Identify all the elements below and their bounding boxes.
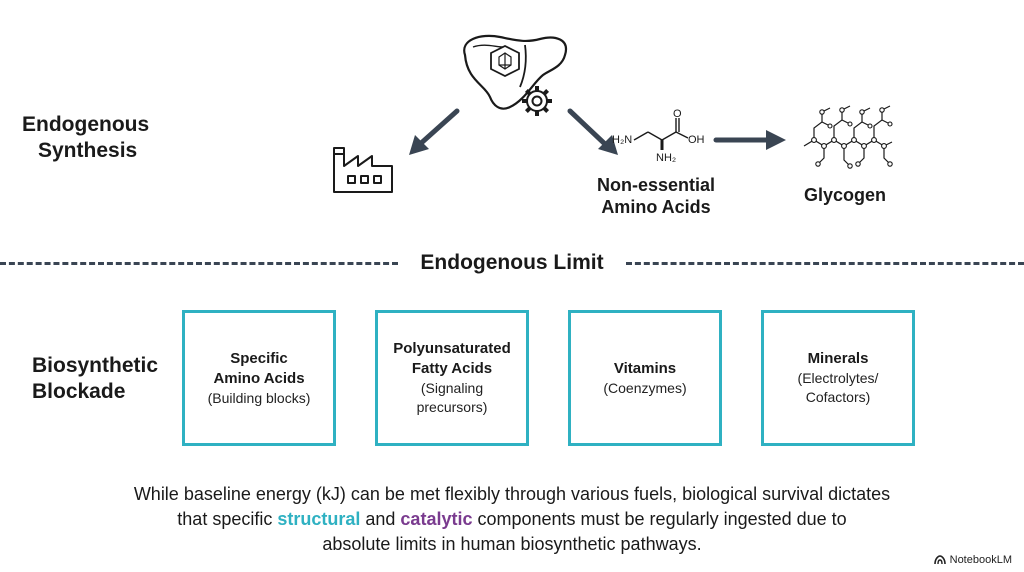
box-sub-line1: (Electrolytes/ — [797, 370, 879, 386]
box-sub-line1: (Signaling — [420, 380, 484, 396]
biosynthetic-blockade-label: Biosynthetic Blockade — [32, 353, 158, 405]
liver-icon — [463, 34, 568, 110]
gear-icon — [522, 86, 552, 116]
box-title-line1: Minerals — [807, 350, 869, 367]
endogenous-synthesis-label: Endogenous Synthesis — [22, 112, 149, 164]
box-title-line2: Fatty Acids — [411, 360, 493, 377]
notebooklm-logo-icon — [933, 555, 946, 565]
factory-icon — [333, 147, 393, 193]
box-title-line1: Vitamins — [613, 359, 677, 377]
non-essential-amino-acids-label: Non-essential Amino Acids — [576, 174, 736, 218]
biosynthetic-blockade-line1: Biosynthetic — [32, 354, 159, 377]
summary-line2: that specific structural and catalytic c… — [40, 507, 984, 532]
endogenous-synthesis-label-line2: Synthesis — [38, 139, 138, 162]
nutrient-box-vitamins: Vitamins (Coenzymes) — [568, 310, 722, 446]
nutrient-box-amino-acids: Specific Amino Acids (Building blocks) — [182, 310, 336, 446]
box-title-line2: Amino Acids — [213, 369, 305, 387]
molecule-h2n-label: H₂N — [612, 134, 633, 146]
molecule-nh2-label: NH₂ — [656, 152, 677, 164]
non-essential-line1: Non-essential — [596, 175, 716, 195]
summary-line2-post: components must be regularly ingested du… — [472, 509, 847, 529]
arrow-to-amino-acids — [567, 108, 618, 155]
catalytic-highlight: catalytic — [400, 509, 473, 529]
box-title-line1: Specific — [230, 349, 288, 367]
box-sub-line1: (Building blocks) — [207, 389, 311, 406]
molecule-o-label: O — [673, 108, 682, 120]
box-sub-line2: Cofactors) — [805, 389, 871, 405]
summary-paragraph: While baseline energy (kJ) can be met fl… — [40, 482, 984, 557]
summary-line1: While baseline energy (kJ) can be met fl… — [133, 484, 891, 504]
amino-acid-molecule-icon: H₂N O OH NH₂ — [612, 108, 712, 166]
notebooklm-brand: NotebookLM — [933, 554, 1012, 566]
nutrient-box-minerals: Minerals (Electrolytes/ Cofactors) — [761, 310, 915, 446]
molecule-oh-label: OH — [688, 134, 705, 146]
non-essential-line2: Amino Acids — [601, 197, 711, 217]
endogenous-limit-title: Endogenous Limit — [398, 249, 626, 277]
summary-and: and — [360, 509, 401, 529]
summary-line2-pre: that specific — [177, 509, 278, 529]
nutrient-box-fatty-acids: Polyunsaturated Fatty Acids (Signaling p… — [375, 310, 529, 446]
box-sub-line1: (Coenzymes) — [603, 379, 687, 396]
box-sub-line2: precursors) — [416, 399, 488, 415]
box-title-line1: Polyunsaturated — [393, 340, 511, 357]
endogenous-limit-divider-right — [626, 262, 1024, 265]
arrow-to-factory — [409, 108, 460, 155]
biosynthetic-blockade-line2: Blockade — [32, 380, 126, 403]
arrow-to-glycogen — [713, 130, 786, 150]
glycogen-molecule-icon — [803, 105, 893, 169]
brand-name: NotebookLM — [949, 554, 1012, 566]
summary-line3: absolute limits in human biosynthetic pa… — [322, 534, 702, 554]
endogenous-synthesis-label-line1: Endogenous — [22, 113, 150, 136]
structural-highlight: structural — [277, 509, 361, 529]
glycogen-label: Glycogen — [803, 185, 887, 205]
endogenous-limit-divider-left — [0, 262, 398, 265]
